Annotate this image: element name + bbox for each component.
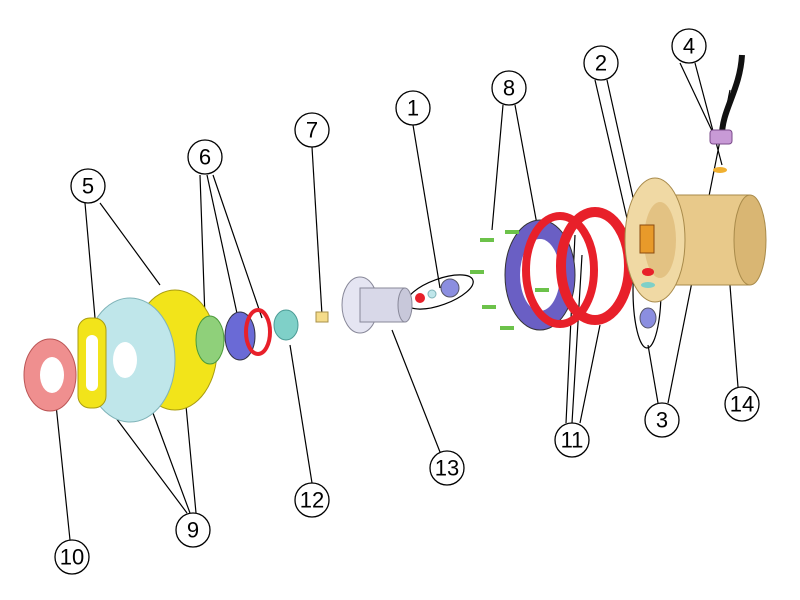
callout-2: 2: [583, 45, 619, 81]
leader-lines: [54, 62, 739, 541]
callout-8: 8: [491, 70, 527, 106]
part-4-cable-gland: [709, 54, 745, 173]
callout-10: 10: [54, 539, 90, 575]
callout-1: 1: [395, 90, 431, 126]
part-13-sleeve: [341, 276, 413, 334]
callout-13: 13: [429, 450, 465, 486]
svg-text:7: 7: [306, 118, 318, 143]
part-2-fitting: [639, 224, 655, 254]
part-1-small-parts: [415, 278, 460, 303]
callout-4: 4: [671, 28, 707, 64]
callout-11: 11: [554, 422, 590, 458]
svg-text:13: 13: [435, 456, 459, 481]
part-7-connector: [315, 311, 329, 323]
svg-text:12: 12: [300, 488, 324, 513]
svg-text:4: 4: [683, 34, 695, 59]
callout-12: 12: [294, 482, 330, 518]
callout-5: 5: [70, 168, 106, 204]
callout-7: 7: [294, 112, 330, 148]
svg-text:1: 1: [407, 96, 419, 121]
part-9-covers: [77, 289, 218, 423]
svg-text:8: 8: [503, 76, 515, 101]
svg-text:5: 5: [82, 174, 94, 199]
callout-9: 9: [175, 512, 211, 548]
part-3-nut: [639, 268, 657, 329]
svg-text:2: 2: [595, 51, 607, 76]
callout-3: 3: [644, 402, 680, 438]
part-6-rings: [195, 308, 272, 365]
part-12-cap: [273, 309, 299, 341]
part-14-housing: [624, 177, 767, 303]
svg-text:14: 14: [730, 392, 754, 417]
part-10-pink-ring: [23, 338, 77, 412]
svg-text:10: 10: [60, 545, 84, 570]
callout-14: 14: [724, 386, 760, 422]
svg-text:3: 3: [656, 408, 668, 433]
callout-6: 6: [187, 139, 223, 175]
svg-text:11: 11: [561, 428, 584, 453]
svg-text:9: 9: [187, 518, 199, 543]
svg-text:6: 6: [199, 145, 211, 170]
